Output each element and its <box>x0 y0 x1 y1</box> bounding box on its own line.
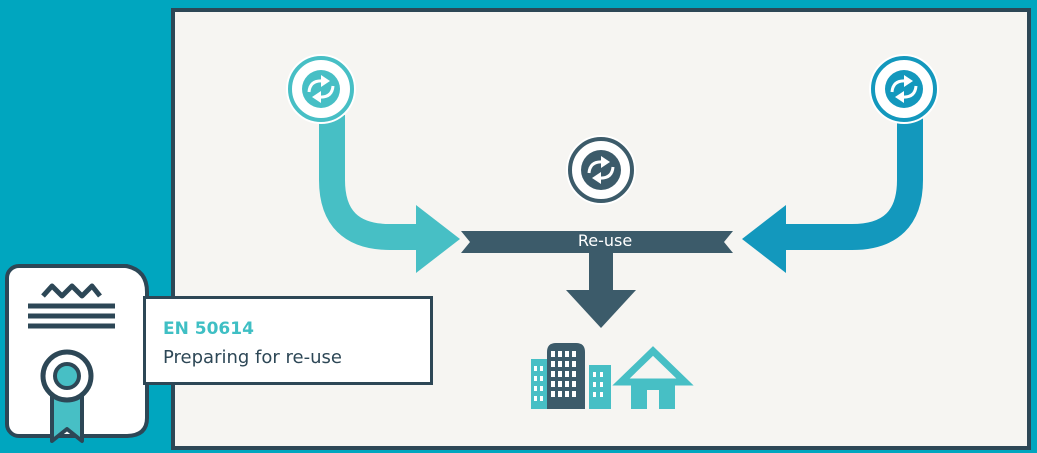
buildings-icon <box>531 343 611 409</box>
center-recycle-icon <box>566 135 636 205</box>
down-arrow <box>566 253 636 328</box>
left-recycle-icon <box>286 54 356 124</box>
certificate-label-box: EN 50614 Preparing for re-use <box>143 296 433 385</box>
left-flow-arrow <box>319 115 460 273</box>
standard-title: Preparing for re-use <box>163 347 342 368</box>
right-recycle-icon <box>869 54 939 124</box>
reuse-banner <box>461 231 733 253</box>
reuse-label: Re-use <box>577 231 633 250</box>
standard-code: EN 50614 <box>163 319 254 339</box>
certificate-scroll-icon <box>5 264 149 443</box>
house-icon <box>612 346 694 409</box>
right-flow-arrow <box>742 115 923 273</box>
